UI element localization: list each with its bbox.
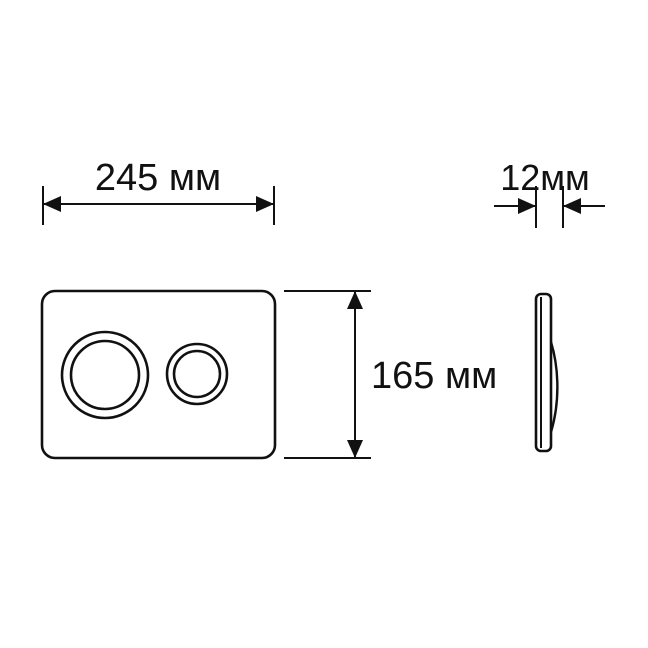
depth-dimension: 12мм <box>494 157 605 228</box>
depth-arrowhead-right-icon <box>563 198 581 214</box>
width-dimension: 245 мм <box>42 157 275 225</box>
front-view <box>40 289 277 460</box>
height-dimension: 165 мм <box>284 290 497 459</box>
large-flush-button-inner-ring <box>69 339 141 411</box>
height-dimension-label: 165 мм <box>371 355 497 397</box>
depth-arrowhead-left-icon <box>518 198 536 214</box>
side-view-plate-outline <box>534 292 553 453</box>
depth-dimension-label: 12мм <box>500 157 590 198</box>
side-view-button-profile-curve <box>549 341 559 433</box>
width-arrowhead-left-icon <box>43 196 61 212</box>
width-arrowhead-right-icon <box>256 196 274 212</box>
width-dimension-label: 245 мм <box>95 157 221 199</box>
height-arrowhead-bottom-icon <box>347 440 363 458</box>
height-arrowhead-top-icon <box>347 291 363 309</box>
small-flush-button-inner-ring <box>172 349 222 399</box>
side-view <box>534 292 559 453</box>
